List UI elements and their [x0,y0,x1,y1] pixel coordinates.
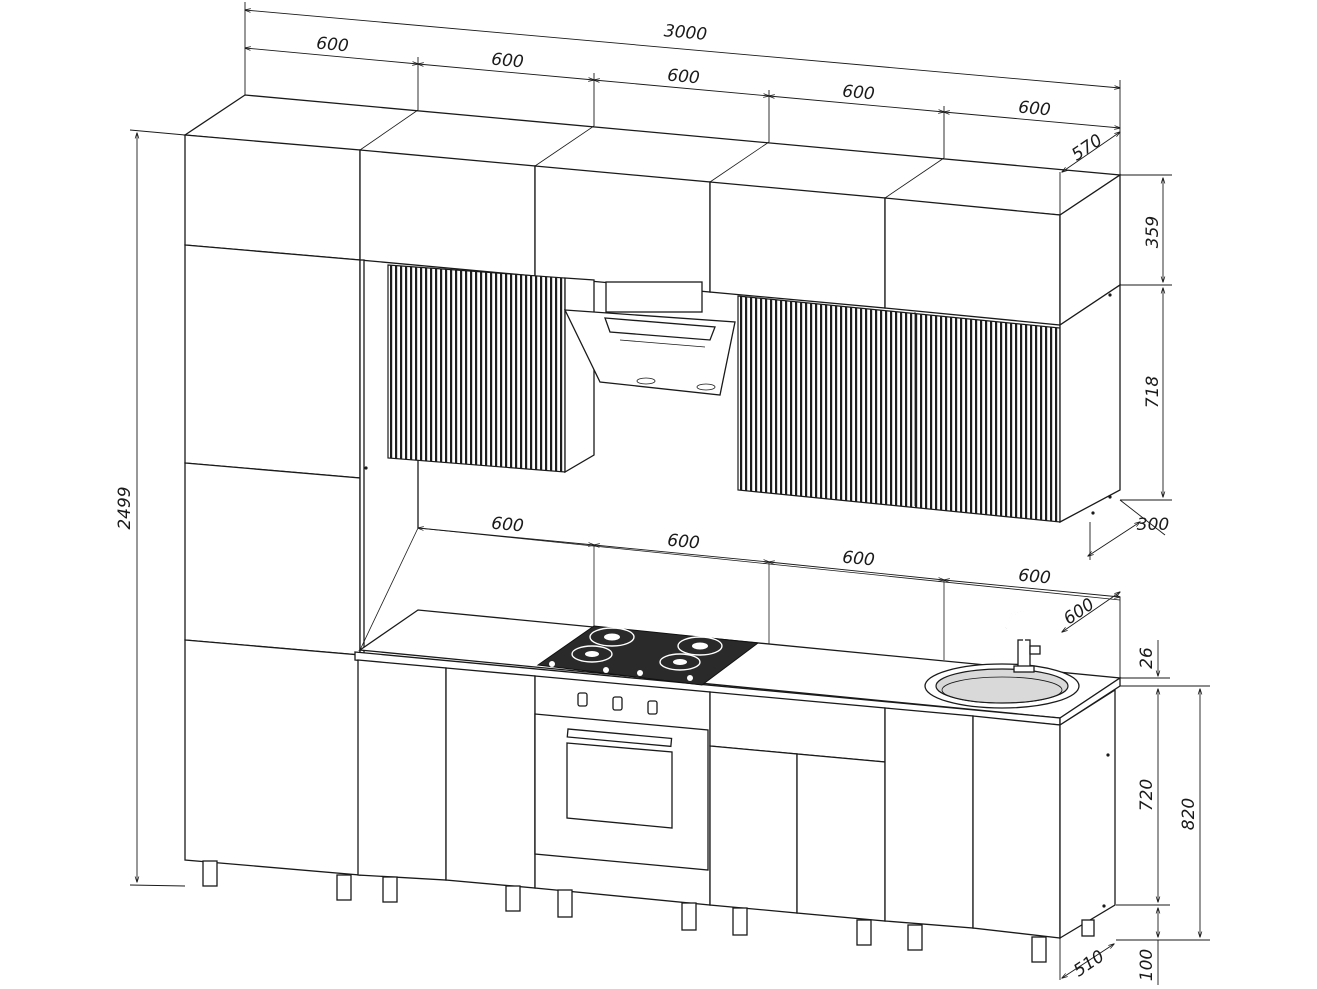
burner-back-left [589,627,635,647]
mezzanine-door-3 [534,165,711,293]
base-door-4 [796,753,886,922]
bottom-module-width-3: 600 [841,548,875,571]
tall-door-middle [184,462,361,656]
gas-hob [536,625,760,686]
oven-knob-2 [612,696,623,711]
base-side-panel [1059,688,1116,940]
mezzanine-door-5 [884,197,1061,326]
tall-door-upper [184,244,361,479]
counter-depth-label: 600 [1060,594,1098,629]
burner-front-right [659,653,701,671]
range-hood [563,281,736,396]
countertop-thickness-label: 26 [1137,647,1157,669]
oven-window [566,742,673,829]
leg [681,902,697,931]
plinth-height-label: 100 [1137,949,1157,981]
leg [856,919,872,946]
bottom-module-width-2: 600 [666,531,700,554]
faucet-lever [1029,645,1041,655]
tall-column [184,244,368,876]
wall-cabinet-left-side [564,277,595,474]
hob-knob-3 [637,670,643,676]
mezzanine-door-1 [184,134,361,261]
total-width-label: 3000 [663,21,708,45]
top-module-width-3: 600 [666,66,700,89]
hood-chimney [605,281,703,313]
mezzanine-door-2 [359,149,536,277]
hood-light-left [636,377,656,385]
base-total-height-label: 820 [1179,798,1199,830]
base-cabinets [357,659,1116,940]
oven-knob-3 [647,700,658,715]
wall-cabinet-left-door [387,264,566,473]
mezzanine-cabinets [183,94,1122,327]
base-door-3 [709,745,798,914]
faucet-base [1013,665,1035,673]
hood-light-right [696,383,716,391]
leg [336,874,352,901]
hob-knob-1 [549,661,555,667]
leg [382,876,398,903]
legs [202,860,1095,963]
leg [907,924,923,951]
upper-depth-label: 570 [1068,130,1106,165]
bottom-module-width-1: 600 [490,514,524,537]
burner-back-right [677,636,723,656]
mezzanine-door-4 [709,181,886,309]
top-module-width-1: 600 [315,34,349,57]
total-height-label: 2499 [115,486,135,529]
hob-knob-4 [687,675,693,681]
oven-knob-1 [577,692,588,707]
burner-front-left [571,645,613,663]
leg [557,889,573,918]
top-module-width-4: 600 [841,82,875,105]
leg [505,885,521,912]
leg [1081,919,1095,937]
faucet-icon [1005,610,1041,673]
sink-door-left [884,707,974,929]
wall-cabinet-right-side [1059,283,1121,524]
dimension-labels: 3000 600 600 600 600 600 570 359 718 300… [115,21,1199,981]
leg [732,907,748,936]
wall-cabinet-depth-label: 300 [1137,515,1169,535]
sink [924,663,1080,709]
hob-knob-2 [603,667,609,673]
leg [202,860,218,887]
wall-cabinet-right-doors [737,295,1061,523]
leg [1031,936,1047,963]
mezzanine-height-label: 359 [1143,216,1163,248]
base-door-1 [357,659,447,881]
dimension-lines [129,2,1210,985]
base-door-2 [445,667,536,889]
wall-cabinet-height-label: 718 [1143,376,1163,409]
oven-handle [566,728,673,748]
top-module-width-2: 600 [490,50,524,73]
base-height-label: 720 [1137,779,1157,811]
wall-cabinets [387,264,1121,524]
bottom-module-width-4: 600 [1017,566,1051,589]
sink-door-right [972,715,1061,939]
hood-glass [604,317,716,341]
top-module-width-5: 600 [1017,98,1051,121]
tall-door-lower [184,639,361,876]
